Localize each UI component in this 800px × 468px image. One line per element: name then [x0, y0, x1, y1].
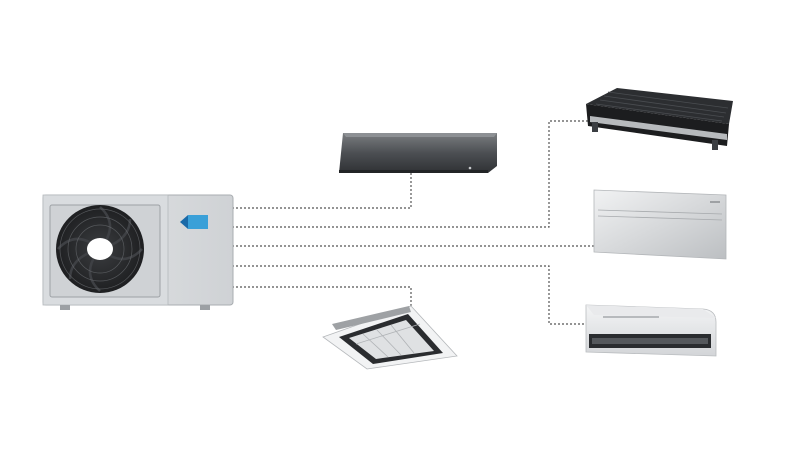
outdoor-unit — [42, 194, 234, 310]
floor-standing-unit — [593, 189, 727, 260]
line-to-wall-unit — [232, 172, 412, 209]
ducted-unit — [586, 88, 733, 150]
fan-grille — [56, 205, 144, 293]
ceiling-suspended-unit — [585, 304, 717, 357]
wall-mounted-unit — [339, 133, 497, 173]
cassette-unit — [322, 305, 458, 370]
line-to-ducted-unit — [232, 120, 592, 228]
connection-lines — [232, 120, 594, 325]
line-to-ceiling-unit — [232, 265, 586, 325]
line-to-cassette-unit — [232, 286, 412, 306]
brand-logo — [180, 215, 208, 229]
